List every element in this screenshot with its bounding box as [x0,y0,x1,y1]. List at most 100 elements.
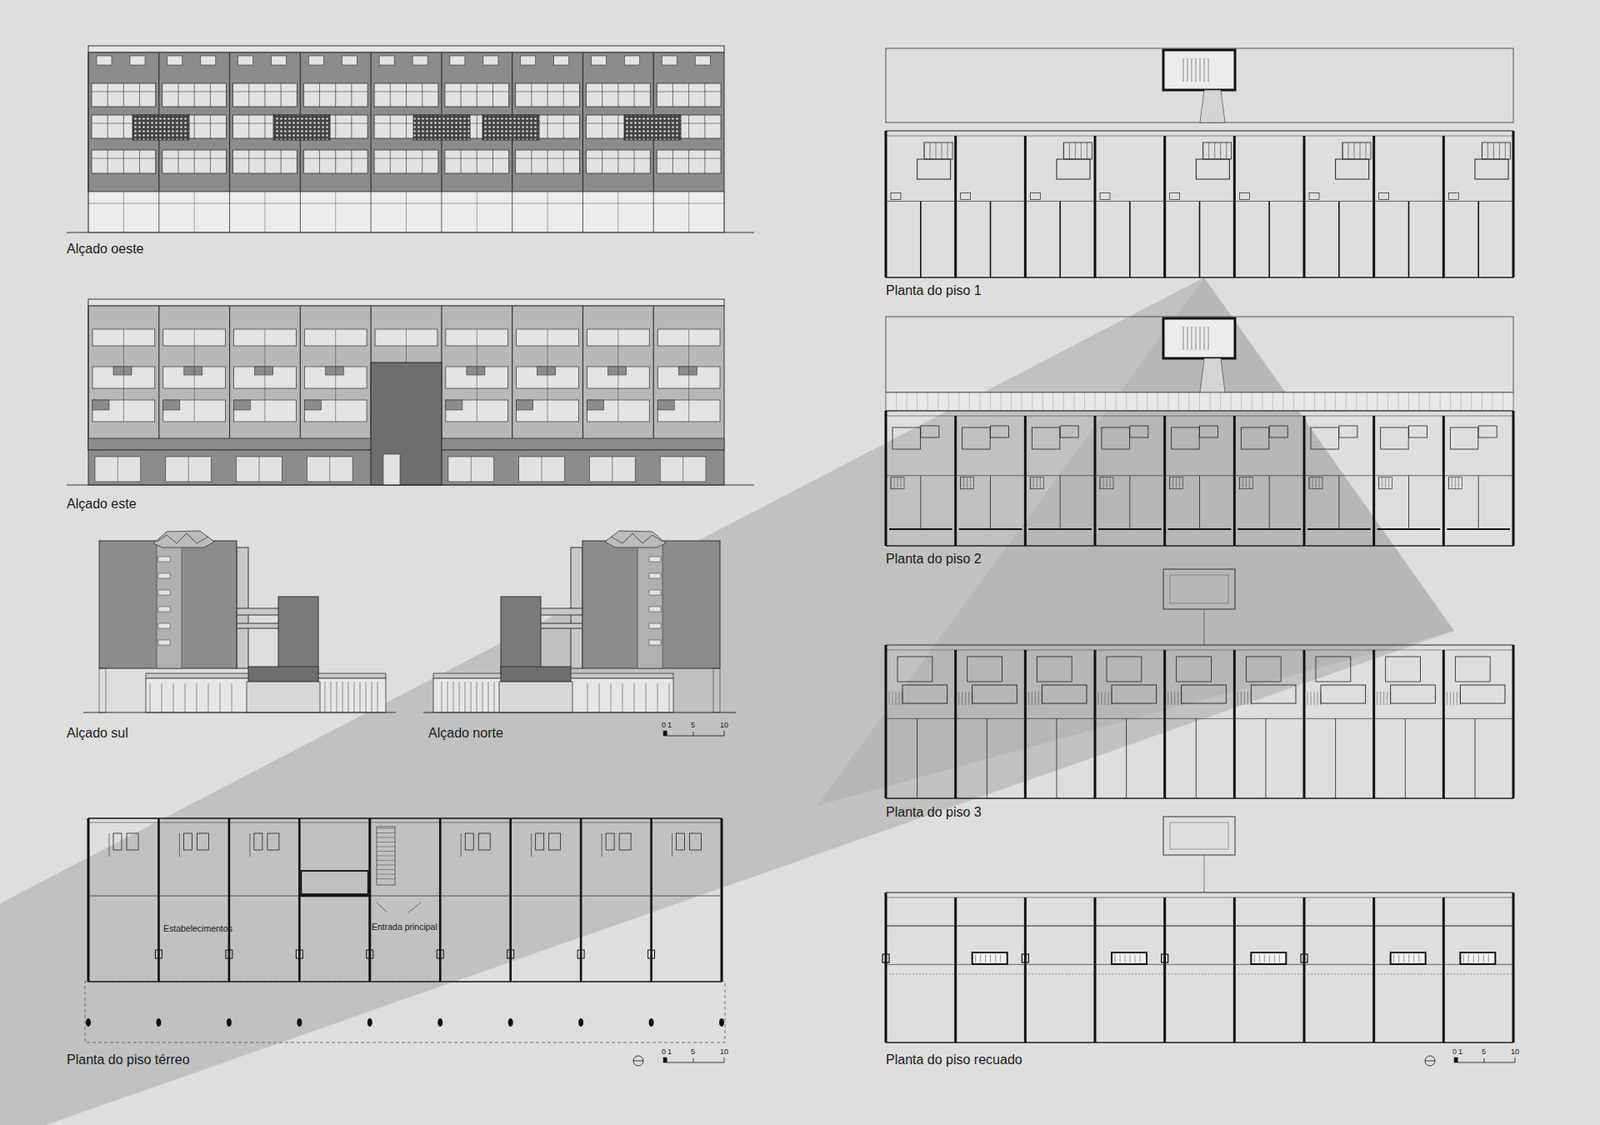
drawing-line [482,681,484,713]
drawing-line [1478,954,1480,963]
drawing-line [547,150,549,174]
drawing-line [1208,142,1210,160]
drawing-line [1312,477,1314,490]
drawing-line [1378,477,1380,490]
drawing-line [1388,477,1390,490]
drawing-line [376,869,395,870]
roof-parapet [88,299,725,306]
drawing-line [634,83,635,107]
drawing-line [980,954,981,963]
drawing-line [229,191,230,233]
drawing-line [447,681,449,713]
stair-box [1163,50,1235,90]
drawing-line [1314,691,1315,705]
roof-ornament [610,533,663,544]
window [520,55,536,65]
drawing-line [87,818,90,982]
wall-panel [113,366,132,375]
wall-detail [1448,192,1459,200]
window [238,55,254,65]
drawing-line [955,925,1026,927]
drawing-line [1408,392,1410,411]
drawing-line [885,130,1514,132]
stair-box [1163,318,1235,359]
drawing-line [906,392,908,411]
drawing-line [1429,392,1430,411]
drawing-line [1372,415,1375,546]
drawing-line [1208,58,1210,82]
drawing-line [228,818,231,982]
drawing-line [87,305,89,450]
drawing-line [1319,477,1320,490]
drawing-line [1419,392,1420,411]
drawing-line [376,865,395,866]
drawing-line [1335,718,1336,799]
bath [1200,425,1219,438]
drawing-line [376,837,395,839]
drawing-line [990,475,991,530]
drawing-line [1355,392,1357,411]
drawing-line [704,150,705,174]
drawing-line [1240,691,1242,705]
drawing-line [1187,58,1189,82]
drawing-line [1335,392,1336,411]
drawing-line [157,818,160,982]
drawing-line [634,683,635,713]
drawing-line [1463,954,1465,963]
drawing-line [1172,477,1174,490]
drawing-line [158,191,160,233]
drawing-line [1052,392,1054,411]
drawing-line [233,91,298,93]
service-core [183,833,192,850]
drawing-line [563,150,565,174]
drawing-line [900,477,902,490]
column [1021,954,1029,963]
drawing-line [1269,475,1270,530]
stair-box [1163,569,1235,610]
drawing-line [704,115,705,139]
drawing-line [563,115,565,139]
window [483,55,499,65]
drawing-line [1191,326,1193,350]
drawing-line [895,691,897,705]
drawing-line [376,841,395,843]
drawing-title: Planta do piso térreo [66,1052,190,1068]
scale-number: 1 [1458,1047,1463,1056]
drawing-line [319,150,320,174]
drawing-line [87,52,89,192]
drawing-line [1165,925,1235,927]
drawing-line [107,115,109,139]
wet-core [1181,685,1227,704]
drawing-line [1457,1062,1515,1064]
drawing-line [541,456,543,482]
drawing-line [622,683,624,713]
drawing-line [233,158,298,160]
window [158,590,170,595]
drawing-line [1408,200,1410,278]
drawing-line [303,91,368,93]
column [577,950,585,959]
drawing-line [350,83,352,107]
drawing-line [885,892,1514,894]
drawing-line [1095,925,1165,927]
drawing-line [563,83,565,107]
shop-window [589,456,635,482]
drawing-line [509,818,512,982]
drawing-line [1063,142,1065,160]
drawing-line [1387,392,1389,411]
drawing-line [1157,392,1159,411]
drawing-line [693,731,695,736]
column [437,1018,443,1027]
room [892,427,920,450]
drawing-line [1204,609,1205,645]
drawing-line [1259,954,1260,963]
room [1101,427,1130,450]
drawing-line [107,150,109,174]
scale-number: 10 [1510,1047,1520,1056]
stair [1448,477,1462,490]
drawing-line [1372,135,1375,278]
column [436,950,444,959]
drawing-line [1393,954,1395,963]
breeze-block [132,115,190,140]
window-band [162,150,227,174]
